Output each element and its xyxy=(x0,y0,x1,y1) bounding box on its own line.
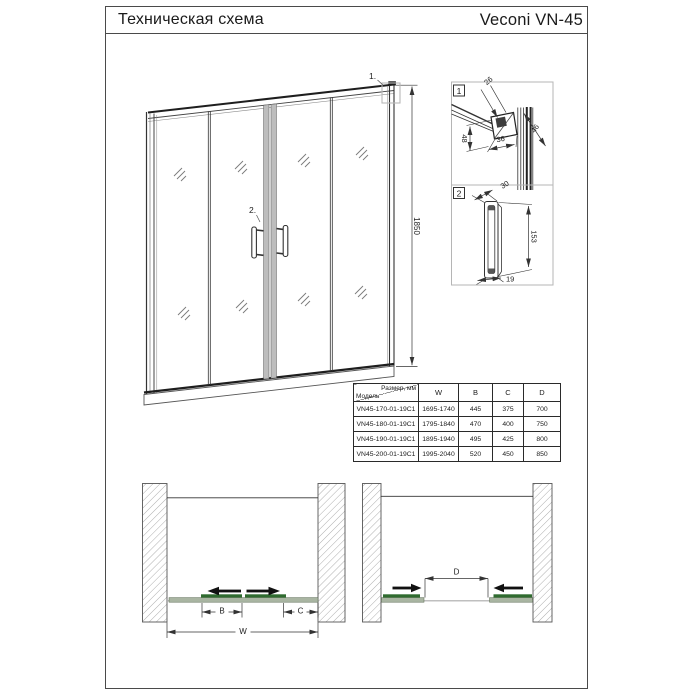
fixed-panel-bar xyxy=(381,597,425,603)
door-front-view xyxy=(143,81,396,406)
b-cell: 445 xyxy=(458,401,493,417)
col-header-b: B xyxy=(458,383,493,402)
table-row: VN45-180-01-19C1 1795-1840 470 400 750 xyxy=(353,416,561,432)
c-cell: 425 xyxy=(492,431,524,447)
dim-d-label: D xyxy=(454,568,460,577)
table-header-row: Размер, мм Модель W B C D xyxy=(353,383,561,402)
col-header-w: W xyxy=(418,383,459,402)
wall-hatched xyxy=(362,483,382,623)
detail-1: 1 26 48 xyxy=(451,75,554,190)
sliding-panel-bar xyxy=(201,594,242,598)
slide-direction-arrow-left xyxy=(207,586,241,596)
d-cell: 800 xyxy=(523,431,561,447)
col-header-d: D xyxy=(523,383,561,402)
table-row: VN45-170-01-19C1 1695-1740 445 375 700 xyxy=(353,401,561,417)
dim-w-label: W xyxy=(239,627,247,636)
d-cell: 850 xyxy=(523,446,561,462)
dim-19-label: 19 xyxy=(506,275,514,284)
height-dimension: 1850 xyxy=(396,84,421,367)
plan-view-closed: B C W xyxy=(142,483,346,638)
callout-1-label: 1. xyxy=(369,71,376,81)
fixed-panel-bar xyxy=(168,597,319,603)
corner-size-label: Размер, мм xyxy=(381,385,416,392)
w-cell: 1895-1940 xyxy=(418,431,459,447)
callout-2-label: 2. xyxy=(249,205,256,215)
dim-1850-label: 1850 xyxy=(412,217,421,235)
b-cell: 495 xyxy=(458,431,493,447)
corner-model-label: Модель xyxy=(356,393,380,400)
dim-30-label: 30 xyxy=(499,179,511,191)
center-stile xyxy=(270,103,277,379)
wall-hatched xyxy=(142,483,168,623)
detail-2: 2 30 153 19 xyxy=(451,179,554,286)
brand-model-label: Veconi VN-45 xyxy=(479,10,583,29)
callout-1: 1. xyxy=(369,71,401,104)
c-cell: 400 xyxy=(492,416,524,432)
table-row: VN45-200-01-19C1 1995-2040 520 450 850 xyxy=(353,446,561,462)
page-title: Техническая схема xyxy=(118,11,264,28)
model-cell: VN45-200-01-19C1 xyxy=(353,446,419,462)
d-cell: 700 xyxy=(523,401,561,417)
model-cell: VN45-180-01-19C1 xyxy=(353,416,419,432)
dim-48-label: 48 xyxy=(460,134,469,142)
door-handle-left xyxy=(251,226,264,259)
plan-view-open: D xyxy=(362,483,553,623)
dim-b-label: B xyxy=(219,607,224,616)
glass-shine-icon xyxy=(173,146,369,321)
model-cell: VN45-170-01-19C1 xyxy=(353,401,419,417)
slide-direction-arrow-left xyxy=(493,583,523,593)
size-table: Размер, мм Модель W B C D VN45-170-01-19… xyxy=(353,383,561,462)
detail-2-number: 2 xyxy=(457,189,462,199)
table-row: VN45-190-01-19C1 1895-1940 495 425 800 xyxy=(353,431,561,447)
center-stile xyxy=(263,104,270,380)
dim-153-label: 153 xyxy=(530,230,539,243)
door-handle-right xyxy=(276,224,289,258)
w-cell: 1695-1740 xyxy=(418,401,459,417)
sliding-panel-bar xyxy=(245,594,286,598)
c-cell: 375 xyxy=(492,401,524,417)
title-bar: Техническая схема Veconi VN-45 xyxy=(105,6,588,34)
dim-36-label: 36 xyxy=(496,134,506,144)
c-cell: 450 xyxy=(492,446,524,462)
slide-direction-arrow-right xyxy=(246,586,280,596)
model-cell: VN45-190-01-19C1 xyxy=(353,431,419,447)
b-cell: 470 xyxy=(458,416,493,432)
col-header-c: C xyxy=(492,383,524,402)
detail-1-number: 1 xyxy=(457,86,462,96)
dim-c-label: C xyxy=(298,607,304,616)
wall-hatched xyxy=(317,483,346,623)
b-cell: 520 xyxy=(458,446,493,462)
slide-direction-arrow-right xyxy=(392,583,422,593)
fixed-panel-bar xyxy=(489,597,533,603)
w-cell: 1795-1840 xyxy=(418,416,459,432)
dim-46-label: 46 xyxy=(529,123,541,135)
w-cell: 1995-2040 xyxy=(418,446,459,462)
wall-hatched xyxy=(532,483,553,623)
dim-26-label: 26 xyxy=(482,75,494,87)
sliding-panel-bar xyxy=(493,594,532,598)
callout-2: 2. xyxy=(249,205,261,223)
d-cell: 750 xyxy=(523,416,561,432)
table-corner-cell: Размер, мм Модель xyxy=(353,383,419,402)
sliding-panel-bar xyxy=(383,594,420,598)
